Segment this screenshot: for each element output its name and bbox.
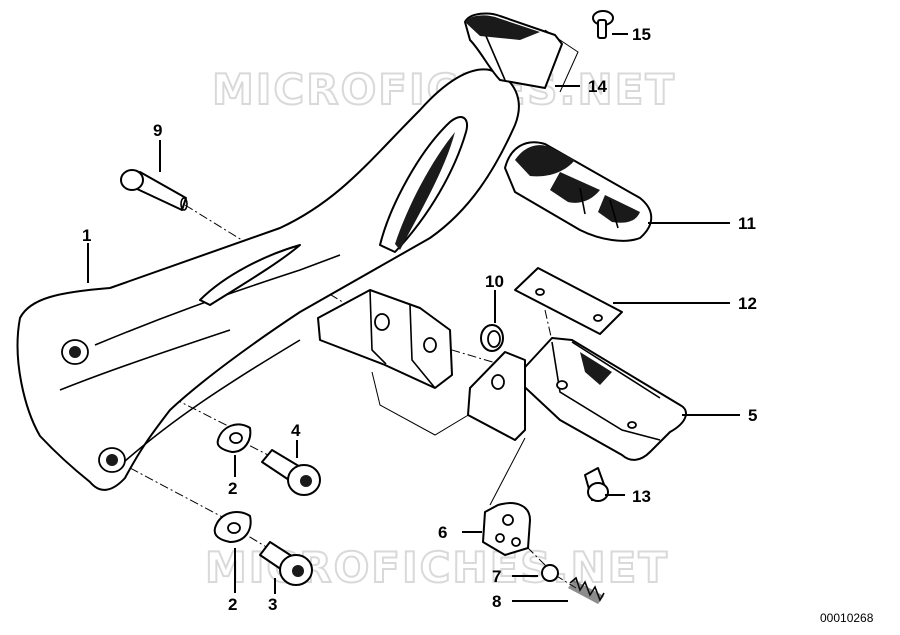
rubber-footpeg-pad: [504, 141, 653, 242]
pin: [120, 169, 188, 211]
callout-1: 1: [82, 226, 91, 245]
bolt-upper: [261, 449, 321, 496]
callout-labels: 1 2 2 3 4 5 6 7 8 9 10 11 12 13 14 15: [82, 25, 757, 614]
bolt-lower: [259, 541, 313, 586]
detent-plate: [482, 502, 531, 556]
callout-2-lower: 2: [228, 595, 237, 614]
callout-2-upper: 2: [228, 479, 237, 498]
detent-ball: [541, 564, 559, 582]
callout-8: 8: [492, 592, 501, 611]
mounting-plate: [514, 267, 623, 335]
callout-7: 7: [492, 567, 501, 586]
callout-5: 5: [748, 406, 757, 425]
circlip: [480, 324, 504, 352]
spring: [568, 576, 605, 604]
callout-15: 15: [632, 25, 651, 44]
bracket-boss: [317, 289, 453, 389]
footrest-bracket: [16, 68, 520, 491]
callout-10: 10: [485, 272, 504, 291]
callout-11: 11: [738, 214, 756, 233]
washer-upper: [216, 423, 252, 453]
screw-right: [584, 467, 609, 502]
callout-13: 13: [632, 487, 651, 506]
adapter-block: [467, 351, 526, 441]
diagram-reference-number: 00010268: [820, 611, 874, 625]
screw-top: [592, 10, 614, 39]
washer-lower: [213, 511, 252, 543]
footpeg-body: [514, 337, 687, 461]
rubber-pad-top: [464, 12, 563, 89]
callout-3: 3: [268, 595, 277, 614]
leader-lines: [87, 33, 740, 602]
callout-4: 4: [291, 421, 301, 440]
callout-12: 12: [738, 294, 757, 313]
callout-9: 9: [153, 121, 162, 140]
callout-14: 14: [588, 77, 607, 96]
callout-6: 6: [438, 523, 447, 542]
